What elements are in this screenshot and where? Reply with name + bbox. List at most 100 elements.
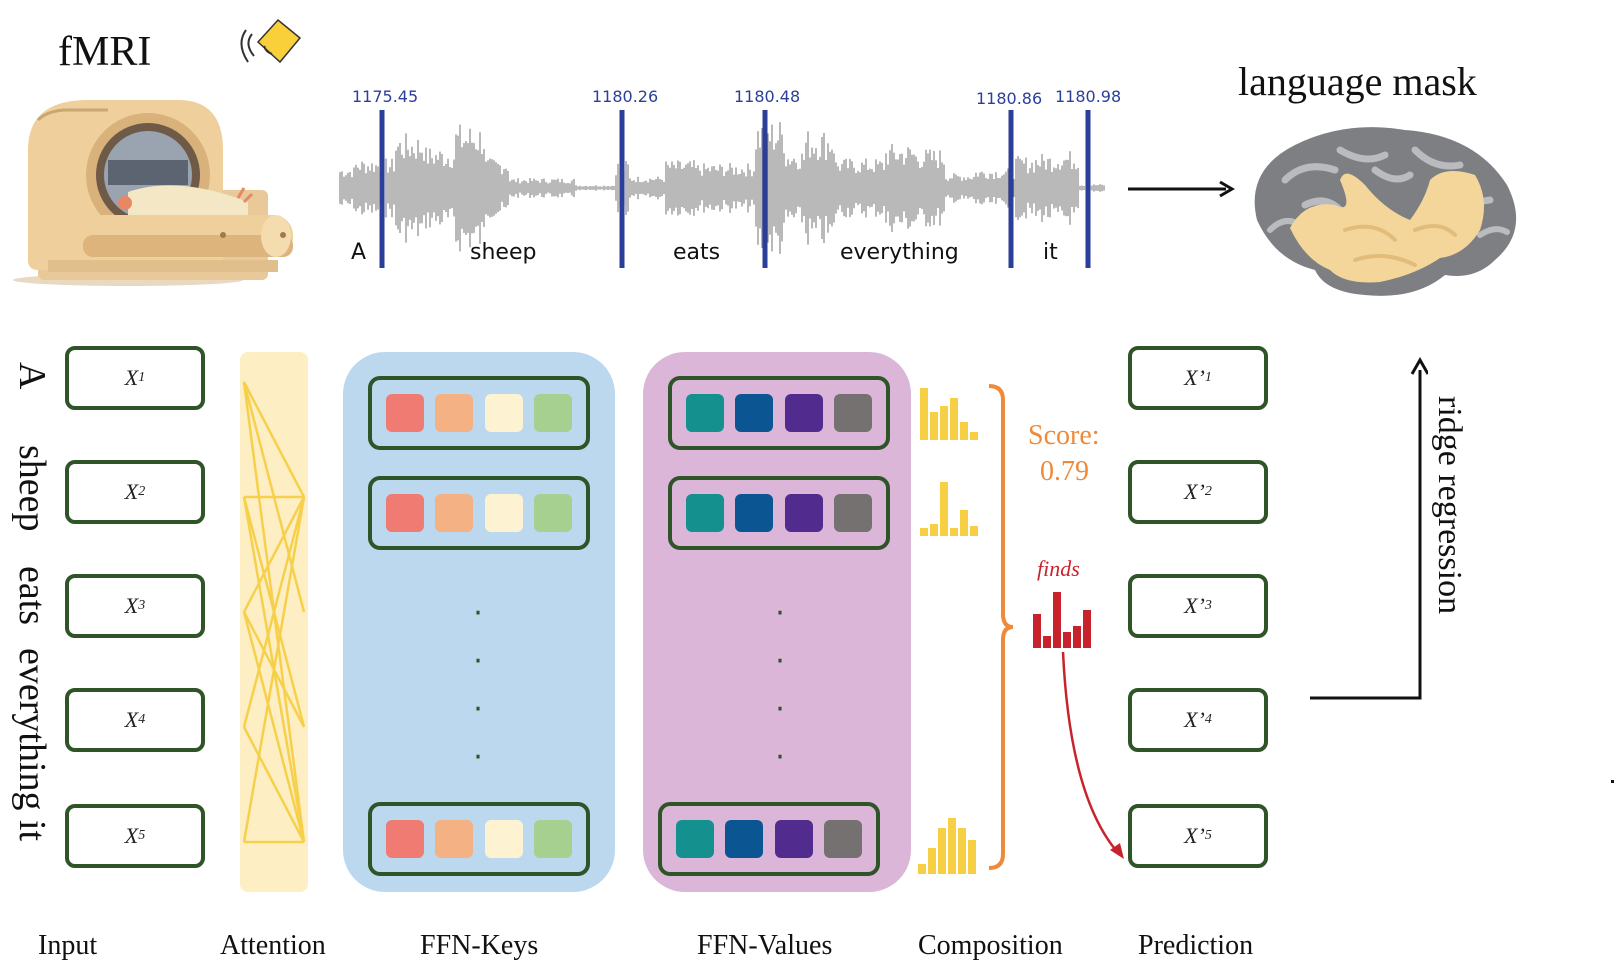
fmri-label: fMRI: [58, 29, 152, 75]
timeline-word-5: it: [1043, 240, 1058, 265]
key-cell: [484, 820, 523, 858]
prediction-box-label: X’: [1184, 707, 1205, 732]
timestamp-5: 1180.98: [1055, 87, 1122, 106]
input-box-subscript: 3: [138, 598, 146, 613]
sentence-word-1: A: [11, 362, 53, 390]
timeline-word-2: sheep: [470, 240, 537, 265]
composition-result-histogram: [1033, 592, 1091, 648]
prediction-box-2: X’2: [1128, 460, 1268, 524]
column-label-input: Input: [38, 930, 98, 961]
timestamp-3: 1180.48: [734, 87, 801, 106]
prediction-box-subscript: 2: [1204, 484, 1212, 499]
waveform-lines: [339, 121, 1105, 255]
speaker-icon: [240, 18, 302, 64]
mri-scanner-icon: [13, 100, 293, 286]
composition-histogram-1: [920, 388, 978, 440]
key-cell: [385, 394, 424, 432]
composition-bracket: [988, 384, 1014, 870]
key-cell: [435, 494, 474, 532]
ffn-key-row-n: [368, 802, 590, 876]
timestamp-2: 1180.26: [592, 87, 659, 106]
ffn-value-row-2: [668, 476, 890, 550]
composition-histogram-2: [920, 482, 978, 536]
value-cell: [774, 820, 813, 858]
value-cell: [824, 820, 863, 858]
key-cell: [484, 494, 523, 532]
timeline-word-1: A: [351, 240, 367, 265]
key-cell: [435, 820, 474, 858]
column-label-ffn-keys: FFN-Keys: [420, 930, 539, 961]
key-cell: [534, 820, 573, 858]
attention-lines: [242, 381, 306, 844]
key-cell: [484, 394, 523, 432]
prediction-box-4: X’4: [1128, 688, 1268, 752]
composition-to-prediction-arrow: [1061, 651, 1124, 859]
ffn-values-ellipsis: ····: [775, 596, 785, 775]
prediction-box-1: X’1: [1128, 346, 1268, 410]
language-mask-label: language mask: [1238, 59, 1477, 104]
composition-histogram-n: [918, 818, 976, 874]
column-label-attention: Attention: [220, 930, 326, 961]
prediction-box-subscript: 3: [1204, 598, 1212, 613]
prediction-box-subscript: 5: [1204, 828, 1212, 843]
ffn-keys-ellipsis: ····: [473, 596, 483, 775]
word-boundary-bar-2: [619, 110, 625, 268]
column-label-prediction: Prediction: [1138, 930, 1254, 961]
value-cell: [834, 394, 873, 432]
prediction-box-label: X’: [1184, 365, 1205, 390]
key-cell: [534, 394, 573, 432]
word-boundary-bar-5: [1085, 110, 1091, 268]
brain-icon: [1254, 127, 1517, 296]
composition-word: finds: [1037, 556, 1080, 581]
value-cell: [834, 494, 873, 532]
score-label: Score:: [1028, 420, 1100, 451]
column-label-composition: Composition: [918, 930, 1063, 961]
sentence-word-5: it: [11, 820, 53, 842]
key-cell: [435, 394, 474, 432]
timeline-word-3: eats: [673, 240, 721, 265]
input-box-label: X: [124, 479, 139, 504]
key-cell: [534, 494, 573, 532]
prediction-box-label: X’: [1184, 823, 1205, 848]
column-label-ffn-values: FFN-Values: [697, 930, 833, 961]
prediction-box-5: X’5: [1128, 804, 1268, 868]
sentence-word-2: sheep: [11, 445, 53, 532]
word-boundary-bar-1: [379, 110, 385, 268]
timestamp-4: 1180.86: [976, 89, 1043, 108]
word-boundary-bar-4: [1008, 110, 1014, 268]
word-boundary-bar-3: [762, 110, 768, 268]
input-box-subscript: 5: [138, 828, 146, 843]
input-box-label: X: [124, 593, 139, 618]
value-cell: [725, 820, 764, 858]
input-box-label: X: [124, 365, 139, 390]
ridge-regression-arrow: [1310, 356, 1428, 700]
key-cell: [385, 820, 424, 858]
sentence-word-3: eats: [11, 566, 53, 626]
ffn-value-row-1: [668, 376, 890, 450]
prediction-box-label: X’: [1184, 479, 1205, 504]
input-box-subscript: 1: [138, 370, 146, 385]
ffn-key-row-2: [368, 476, 590, 550]
input-box-label: X: [124, 707, 139, 732]
input-box-subscript: 4: [138, 712, 146, 727]
input-box-subscript: 2: [138, 484, 146, 499]
score-value: 0.79: [1040, 456, 1089, 487]
ffn-value-row-n: [658, 802, 880, 876]
prediction-box-3: X’3: [1128, 574, 1268, 638]
key-cell: [385, 494, 424, 532]
value-cell: [685, 494, 724, 532]
ffn-key-row-1: [368, 376, 590, 450]
prediction-box-subscript: 1: [1204, 370, 1212, 385]
value-cell: [685, 394, 724, 432]
arrow-to-brain: [1128, 180, 1235, 198]
speech-waveform: [339, 110, 1105, 268]
sentence-word-4: everything: [11, 648, 53, 811]
value-cell: [784, 494, 823, 532]
value-cell: [675, 820, 714, 858]
